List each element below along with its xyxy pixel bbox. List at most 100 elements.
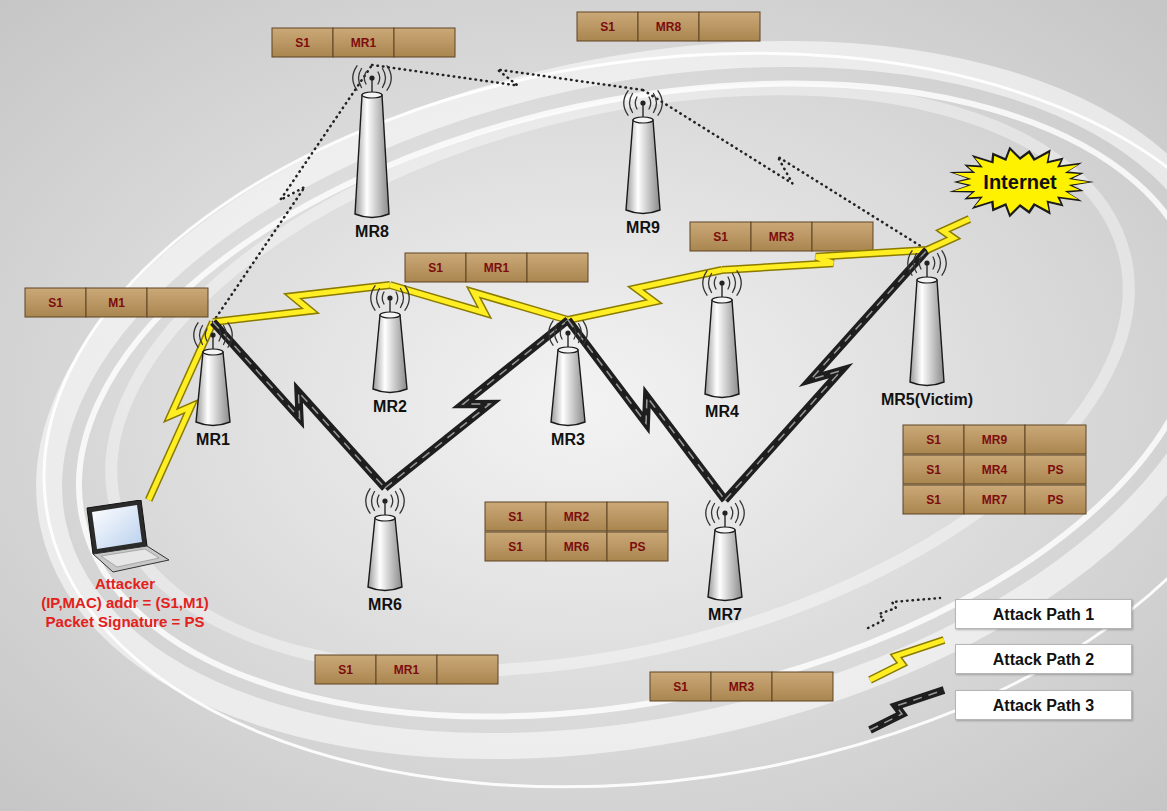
- radio-wave: [364, 72, 366, 84]
- radio-wave: [353, 66, 357, 90]
- dotted-link: [643, 90, 927, 250]
- radio-wave: [933, 257, 935, 269]
- radio-wave: [574, 327, 576, 339]
- table-row: [903, 485, 1086, 514]
- table-row: [903, 455, 1086, 484]
- radio-wave: [405, 286, 409, 310]
- table-text: S1: [713, 230, 728, 244]
- radio-wave: [731, 507, 733, 519]
- antenna-tip: [387, 295, 392, 300]
- radio-wave: [205, 329, 207, 341]
- mesh-router: MR8: [344, 65, 400, 241]
- attack-link: [722, 250, 927, 270]
- black-bolt: [213, 322, 385, 488]
- table-text: S1: [926, 433, 941, 447]
- yellow-bolt-outline: [722, 250, 927, 270]
- radio-wave: [717, 507, 719, 519]
- table-cell: S1: [272, 28, 333, 57]
- router-label: MR8: [353, 222, 391, 241]
- table-text: MR8: [656, 20, 681, 34]
- attacker-label: (IP,MAC) addr = (S1,M1): [41, 593, 209, 612]
- table-cell: S1: [485, 532, 546, 561]
- legend-yellow-bolt: [870, 640, 944, 680]
- legend-bolt-outline: [870, 640, 944, 680]
- radio-wave: [709, 274, 712, 293]
- attack-link: [213, 65, 372, 322]
- table-cell: S1: [903, 455, 964, 484]
- router-tower: [705, 300, 739, 398]
- table-cell: MR4: [964, 455, 1025, 484]
- table-text: PS: [1047, 463, 1063, 477]
- yellow-bolt: [568, 270, 722, 320]
- radio-wave: [913, 254, 916, 273]
- black-bolt-dashes: [568, 320, 725, 500]
- radio-wave: [736, 504, 739, 523]
- router-icon: [899, 250, 955, 390]
- radio-wave: [377, 495, 379, 507]
- attack-link: [725, 250, 927, 500]
- attack-link: [568, 320, 725, 500]
- radio-wave: [396, 292, 398, 304]
- yellow-bolt: [390, 285, 568, 320]
- attacker-label: Packet Signature = PS: [46, 612, 205, 631]
- table-cell: S1: [903, 425, 964, 454]
- table-text: PS: [1047, 493, 1063, 507]
- table-cell: S1: [405, 253, 466, 282]
- tower-top: [380, 312, 400, 318]
- table-text: S1: [926, 463, 941, 477]
- table-text: S1: [600, 20, 615, 34]
- radio-wave: [387, 66, 391, 90]
- radio-wave: [359, 69, 362, 88]
- table-text: PS: [629, 540, 645, 554]
- table-text: S1: [508, 540, 523, 554]
- router-icon: [357, 488, 413, 595]
- radio-wave: [549, 321, 553, 345]
- table-text: S1: [508, 510, 523, 524]
- antenna-tip: [924, 260, 929, 265]
- radio-wave: [382, 292, 384, 304]
- radio-wave: [937, 254, 940, 273]
- router-tower: [708, 530, 742, 601]
- tower-top: [917, 277, 937, 283]
- radio-wave: [391, 495, 393, 507]
- radio-wave: [908, 251, 912, 275]
- router-tower: [355, 95, 389, 218]
- table-text: MR1: [351, 36, 376, 50]
- radio-wave: [654, 94, 657, 113]
- table-text: MR9: [982, 433, 1007, 447]
- attacker-label: Attacker: [95, 574, 155, 593]
- radio-wave: [942, 251, 946, 275]
- internet-label: Internet: [983, 171, 1056, 193]
- radio-wave: [194, 323, 198, 347]
- swoosh-arc: [20, 0, 1167, 811]
- black-bolt: [568, 320, 725, 500]
- table-text: M1: [108, 296, 125, 310]
- yellow-bolt: [722, 250, 927, 270]
- router-tower: [551, 350, 585, 426]
- table-cell: MR6: [546, 532, 607, 561]
- router-tower: [368, 518, 402, 591]
- table-cell: MR9: [964, 425, 1025, 454]
- mesh-router: MR2: [362, 285, 418, 416]
- legend-box: Attack Path 3: [955, 690, 1132, 720]
- attack-link: [372, 65, 643, 90]
- antenna-tip: [722, 510, 727, 515]
- table-cell: S1: [690, 222, 751, 251]
- attack-link: [385, 320, 568, 488]
- radio-wave: [555, 324, 558, 343]
- table-text: MR1: [484, 261, 509, 275]
- mesh-router: MR6: [357, 488, 413, 614]
- router-tower: [910, 280, 944, 386]
- table-row: [485, 502, 668, 531]
- router-icon: [540, 320, 596, 430]
- yellow-bolt-outline: [390, 285, 568, 320]
- laptop-icon: [79, 500, 171, 574]
- yellow-bolt-outline: [927, 219, 969, 250]
- tower-top: [203, 349, 223, 355]
- router-label: MR5(Victim): [879, 390, 975, 409]
- mesh-router: MR5(Victim): [879, 250, 975, 409]
- tower-top: [712, 297, 732, 303]
- tower-top: [362, 92, 382, 98]
- legend-text: Attack Path 2: [993, 650, 1094, 669]
- table-cell: M1: [86, 288, 147, 317]
